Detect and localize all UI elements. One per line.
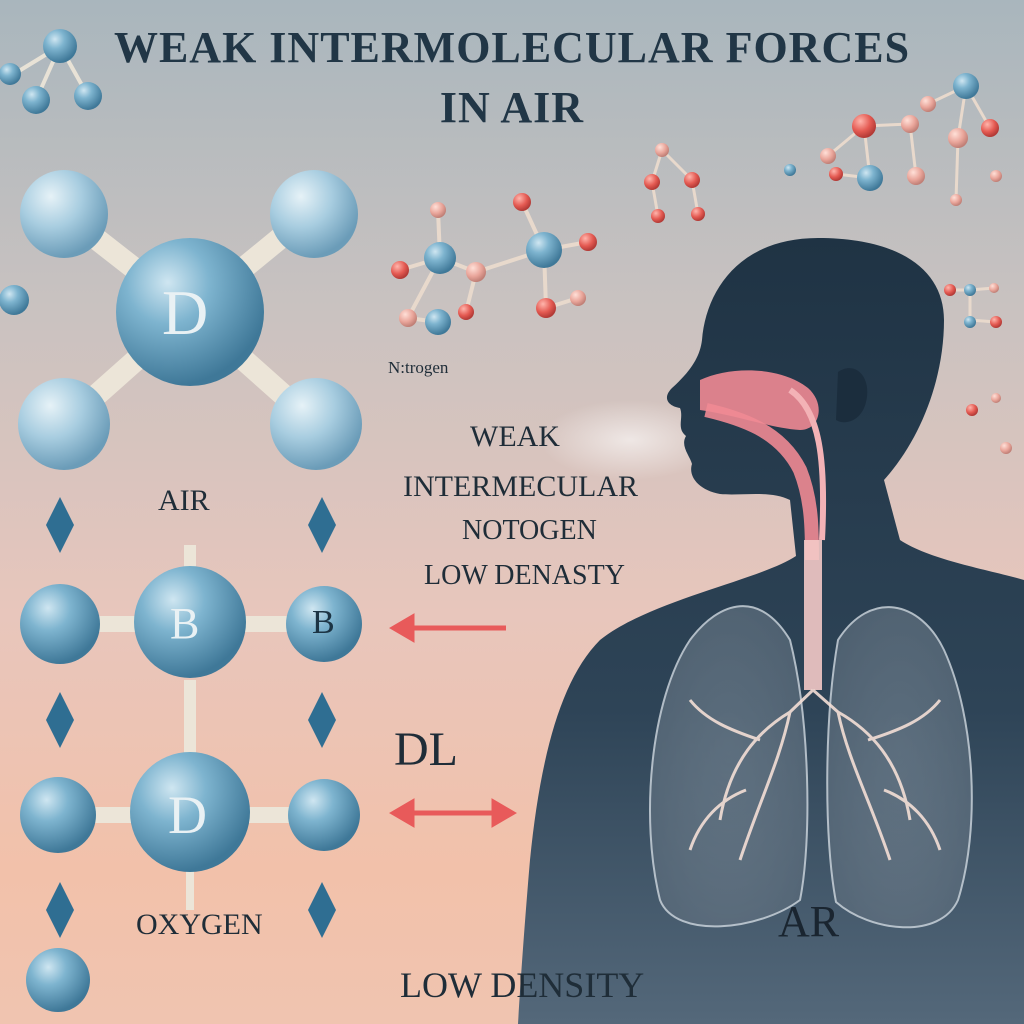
diamond-icon bbox=[46, 497, 74, 553]
diamond-icon bbox=[308, 882, 336, 938]
double-arrow-icon bbox=[389, 798, 517, 828]
label-air: AIR bbox=[158, 484, 210, 517]
diamond-icon bbox=[46, 882, 74, 938]
breath-mist bbox=[540, 400, 720, 480]
small-molecule-top-left bbox=[0, 29, 102, 114]
title-line-2: in air bbox=[439, 83, 585, 132]
label-ar: AR bbox=[778, 897, 840, 946]
molecule-right-small bbox=[944, 283, 1012, 454]
atom-letter-middle-right: B bbox=[312, 604, 335, 641]
atom-letter-middle-center: B bbox=[170, 599, 200, 648]
diamond-icon bbox=[308, 692, 336, 748]
label-low-densty: LOW DENASTY bbox=[424, 560, 625, 591]
diamond-icons bbox=[46, 497, 336, 938]
molecule-top-d bbox=[0, 170, 362, 470]
title-line-1: Weak intermolecular forces bbox=[113, 23, 911, 72]
molecule-bottom-d bbox=[20, 752, 360, 1012]
label-notogen: NOTOGEN bbox=[462, 515, 597, 546]
label-nitrogen: N:trogen bbox=[388, 358, 449, 377]
lungs-icon bbox=[649, 605, 973, 929]
label-dl: DL bbox=[394, 723, 458, 776]
label-intermecular: INTERMECULAR bbox=[403, 470, 638, 503]
double-arrow-icon bbox=[389, 613, 506, 643]
airway bbox=[700, 370, 827, 690]
atom-letter-top: D bbox=[162, 277, 209, 348]
label-low-density: LOW DENSITY bbox=[400, 965, 645, 1005]
molecule-center bbox=[391, 193, 597, 335]
molecules-top-right bbox=[644, 73, 1002, 223]
atom-letter-bottom: D bbox=[168, 785, 207, 845]
molecule-middle-b bbox=[20, 545, 362, 760]
diamond-icon bbox=[46, 692, 74, 748]
diamond-icon bbox=[308, 497, 336, 553]
label-weak: WEAK bbox=[470, 420, 560, 453]
label-oxygen: OXYGEN bbox=[136, 908, 263, 941]
